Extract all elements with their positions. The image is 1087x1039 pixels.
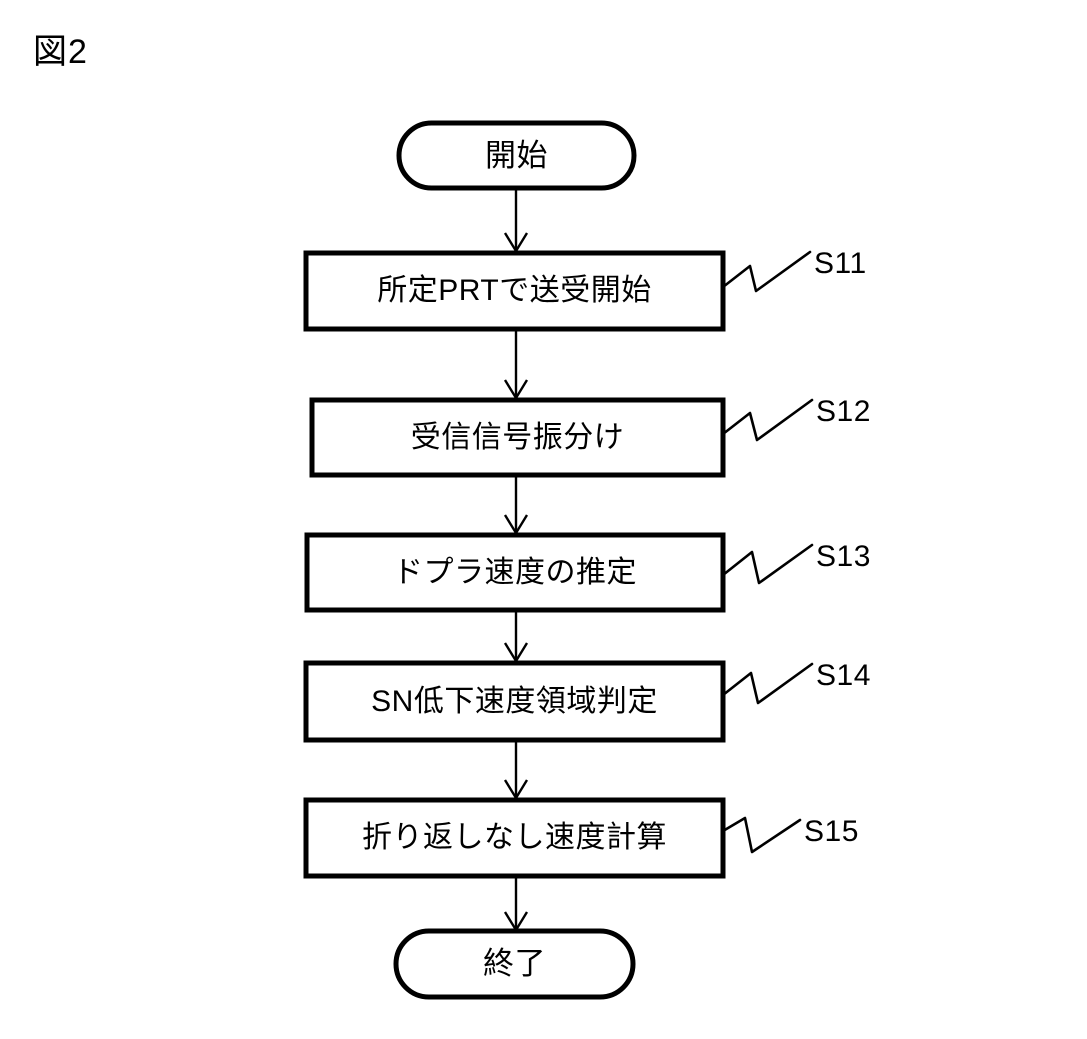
node-s11[interactable]: [306, 253, 723, 329]
figure-title: 図2: [33, 33, 88, 71]
edge-s15-to-end: [503, 876, 529, 933]
node-end[interactable]: [396, 931, 633, 997]
edge-s12-to-s13: [503, 475, 529, 536]
leader-line-s12: [721, 398, 814, 442]
step-tag-s11: S11: [814, 247, 867, 280]
node-s12[interactable]: [312, 400, 723, 475]
leader-line-s15: [721, 816, 802, 854]
node-end-label: 終了: [483, 946, 546, 981]
node-s13[interactable]: [307, 535, 723, 610]
step-tag-s15: S15: [804, 815, 859, 848]
node-s12-label: 受信信号振分け: [410, 420, 625, 454]
leader-line-s11: [721, 250, 812, 293]
node-s14[interactable]: [306, 663, 723, 740]
node-s15-label: 折り返しなし速度計算: [362, 821, 667, 854]
step-tag-s13: S13: [816, 540, 871, 573]
node-s11-label: 所定PRTで送受開始: [377, 274, 652, 307]
edge-s14-to-s15: [503, 740, 529, 801]
step-tag-s14: S14: [816, 659, 871, 692]
step-tag-s12: S12: [816, 395, 871, 428]
node-start[interactable]: [399, 123, 634, 188]
node-s15[interactable]: [306, 800, 723, 876]
node-start-label: 開始: [485, 137, 548, 173]
node-s13-label: ドプラ速度の推定: [393, 555, 637, 589]
leader-line-s13: [721, 543, 814, 585]
leader-line-s14: [721, 662, 814, 705]
edge-s11-to-s12: [503, 329, 529, 401]
node-s14-label: SN低下速度領域判定: [371, 684, 658, 718]
edge-s13-to-s14: [503, 610, 529, 664]
edge-start-to-s11: [503, 188, 529, 254]
